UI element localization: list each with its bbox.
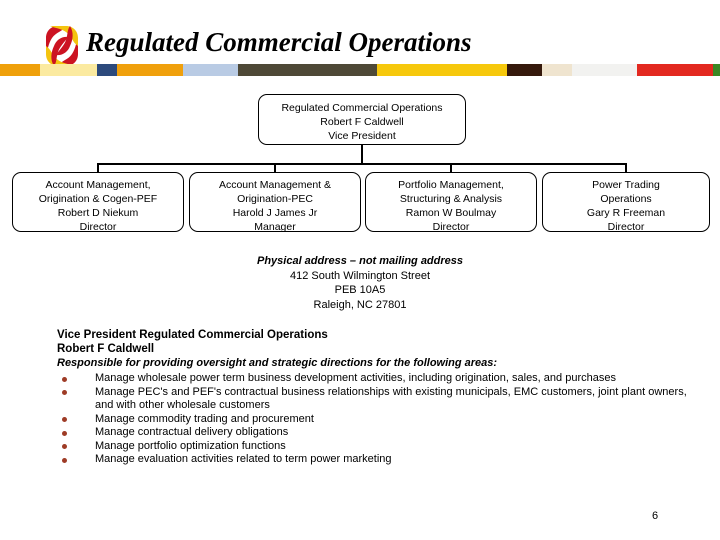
- color-bar-stripe-9: [572, 64, 637, 76]
- address-line-city: Raleigh, NC 27801: [313, 298, 407, 311]
- list-item-label: Manage commodity trading and procurement: [95, 412, 314, 425]
- slide-header: Regulated Commercial Operations: [0, 0, 720, 80]
- address-heading: Physical address – not mailing address: [256, 255, 464, 267]
- decorative-color-bar: [0, 64, 720, 76]
- list-item: Manage PEC's and PEF's contractual busin…: [57, 386, 697, 413]
- org-box-line: Power Trading: [592, 179, 660, 191]
- connector-bus: [97, 163, 626, 165]
- org-box-line: Regulated Commercial Operations: [281, 102, 443, 114]
- list-item: Manage commodity trading and procurement: [57, 413, 697, 427]
- org-box-line: Origination & Cogen-PEF: [38, 193, 158, 205]
- color-bar-stripe-7: [507, 64, 542, 76]
- color-bar-stripe-0: [0, 64, 40, 76]
- connector-drop: [97, 163, 99, 173]
- org-box-account-management-pec[interactable]: Account Management & Origination-PEC Har…: [189, 172, 361, 233]
- org-box-line: Ramon W Boulmay: [405, 207, 497, 219]
- company-pinwheel-logo-icon: [38, 22, 86, 70]
- color-bar-stripe-8: [542, 64, 572, 76]
- bullet-dot-icon: [62, 457, 67, 463]
- connector-drop: [450, 163, 452, 173]
- detail-person-name: Robert F Caldwell: [57, 343, 155, 355]
- page-number: 6: [651, 510, 659, 522]
- org-box-line: Director: [607, 221, 645, 233]
- bullet-dot-icon: [62, 430, 67, 436]
- responsibilities-block: Vice President Regulated Commercial Oper…: [57, 328, 697, 467]
- org-box-line: Harold J James Jr: [232, 207, 318, 219]
- bullet-dot-icon: [62, 444, 67, 449]
- connector-drop: [274, 163, 276, 173]
- color-bar-stripe-1: [40, 64, 97, 76]
- org-box-vice-president[interactable]: Regulated Commercial Operations Robert F…: [258, 94, 466, 145]
- connector-stem: [361, 145, 363, 163]
- list-item-label: Manage evaluation activities related to …: [95, 453, 392, 465]
- list-item: Manage evaluation activities related to …: [57, 453, 697, 467]
- org-box-line: Vice President: [328, 130, 396, 142]
- list-item: Manage wholesale power term business dev…: [57, 372, 697, 386]
- detail-role-title: Vice President Regulated Commercial Oper…: [57, 329, 328, 341]
- org-box-line: Structuring & Analysis: [399, 193, 503, 205]
- org-box-line: Manager: [254, 221, 296, 233]
- org-box-line: Account Management &: [218, 179, 332, 191]
- list-item: Manage portfolio optimization functions: [57, 440, 697, 454]
- org-box-portfolio-management[interactable]: Portfolio Management, Structuring & Anal…: [365, 172, 537, 233]
- org-box-account-management-cogen-pef[interactable]: Account Management, Origination & Cogen-…: [12, 172, 184, 233]
- color-bar-stripe-3: [117, 64, 183, 76]
- org-box-line: Gary R Freeman: [586, 207, 666, 219]
- list-item-label: Manage contractual delivery obligations: [95, 426, 289, 438]
- org-box-power-trading-operations[interactable]: Power Trading Operations Gary R Freeman …: [542, 172, 710, 233]
- bullet-dot-icon: [62, 417, 67, 422]
- address-line-street: 412 South Wilmington Street: [289, 269, 431, 282]
- responsibility-bullet-list: Manage wholesale power term business dev…: [57, 372, 697, 467]
- list-item-label: Manage portfolio optimization functions: [95, 439, 286, 452]
- address-line-suite: PEB 10A5: [334, 284, 386, 296]
- color-bar-stripe-6: [377, 64, 507, 76]
- org-box-line: Portfolio Management,: [398, 179, 504, 191]
- color-bar-stripe-4: [183, 64, 238, 76]
- color-bar-stripe-10: [637, 64, 713, 76]
- org-box-line: Operations: [600, 193, 652, 205]
- org-box-line: Robert D Niekum: [57, 207, 139, 219]
- list-item-label: Manage wholesale power term business dev…: [95, 372, 616, 384]
- bullet-dot-icon: [62, 390, 67, 395]
- detail-intro-text: Responsible for providing oversight and …: [57, 357, 498, 369]
- bullet-dot-icon: [62, 376, 67, 382]
- physical-address-block: Physical address – not mailing address 4…: [0, 254, 720, 312]
- slide-title: Regulated Commercial Operations: [86, 27, 472, 57]
- org-box-line: Robert F Caldwell: [320, 116, 404, 128]
- color-bar-stripe-2: [97, 64, 117, 76]
- list-item-label: Manage PEC's and PEF's contractual busin…: [95, 385, 687, 412]
- org-chart: Regulated Commercial Operations Robert F…: [0, 88, 720, 238]
- list-item: Manage contractual delivery obligations: [57, 426, 697, 440]
- color-bar-stripe-5: [238, 64, 377, 76]
- org-box-line: Account Management,: [45, 179, 151, 191]
- color-bar-stripe-11: [713, 64, 720, 76]
- connector-drop: [625, 163, 627, 173]
- org-box-line: Director: [79, 221, 117, 233]
- org-box-line: Director: [432, 221, 470, 233]
- org-box-line: Origination-PEC: [237, 193, 313, 205]
